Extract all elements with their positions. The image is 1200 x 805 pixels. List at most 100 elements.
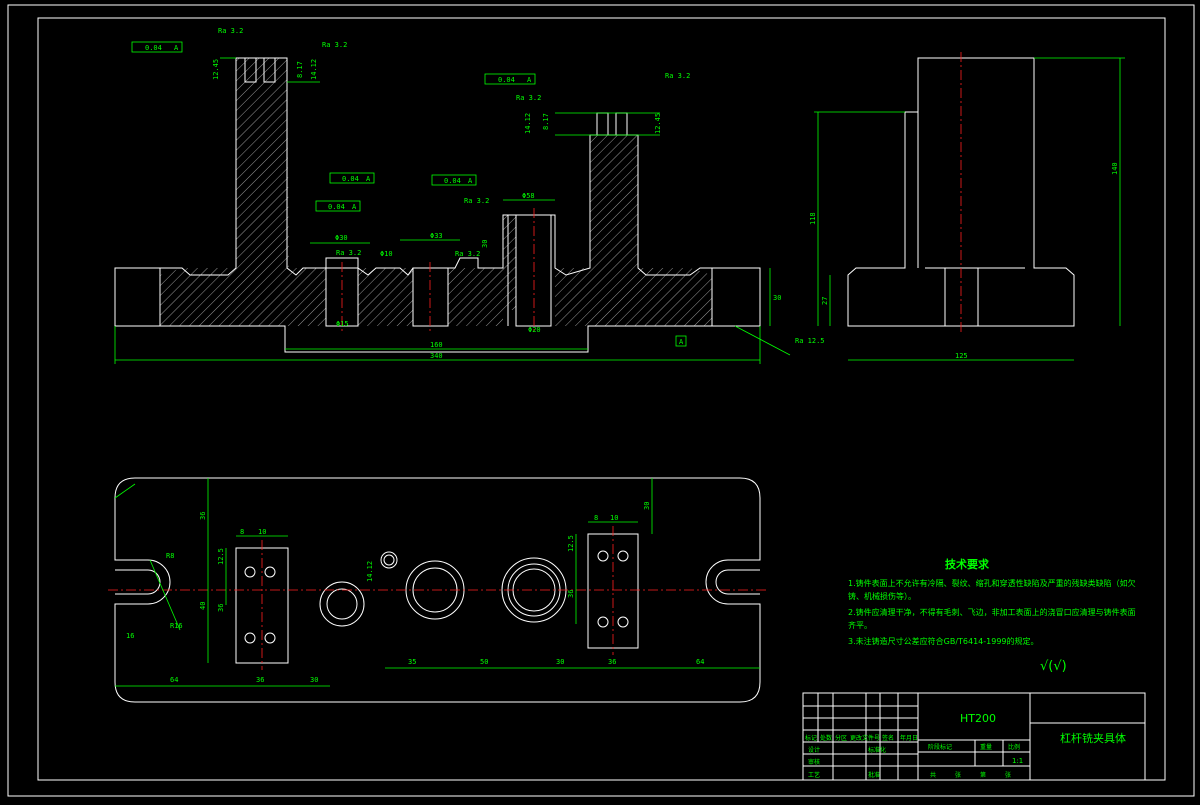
tol-datum-top-right: A (527, 76, 532, 84)
dim-160: 160 (430, 341, 443, 349)
tol-value-mid-3: 0.04 (444, 177, 461, 185)
ra-mid-1: Ra 3.2 (516, 94, 541, 102)
bore-2 (412, 267, 449, 327)
dim-h-36-2: 36 (217, 604, 225, 612)
tech-title: 技术要求 (945, 557, 990, 571)
dim-tol-12-45: 12.45 (212, 59, 220, 80)
tol-value-mid-1: 0.04 (342, 175, 359, 183)
front-callouts: 0.04 A Ra 3.2 Ra 3.2 0.04 A Ra 3.2 Ra 3.… (131, 27, 825, 347)
dim-slot-16: 16 (126, 632, 134, 640)
tb-role-design: 设计 (808, 746, 820, 754)
dim-h-12-5: 12.5 (217, 548, 225, 565)
side-view: 140 118 27 125 (809, 52, 1125, 361)
tb-scale-label: 比例 (1008, 743, 1020, 751)
dim-340: 340 (430, 352, 443, 360)
dim-phi58: Φ58 (522, 192, 535, 200)
hole-r1 (597, 550, 609, 562)
tb-sheet-total: 共 (930, 771, 936, 779)
tol-datum-mid-2: A (352, 203, 357, 211)
tb-row-label-6: 年月日 (900, 734, 918, 742)
tech-line-3: 2.铸件应清理干净，不得有毛刺、飞边，非加工表面上的浇冒口应清理与铸件表面 (848, 607, 1136, 617)
leader-corner (114, 483, 136, 499)
front-dimensions: 340 160 30 Φ58 Φ30 Φ10 Φ33 Φ20 Φ15 30 12… (114, 57, 791, 364)
tb-row-label-5: 签名 (882, 734, 894, 742)
ra-top-left: Ra 3.2 (218, 27, 243, 35)
dim-depth-30: 30 (481, 240, 489, 248)
dim-tol-12-45-r: 12.45 (654, 113, 662, 134)
dim-right-64: 64 (696, 658, 704, 666)
ra-top-right: Ra 3.2 (665, 72, 690, 80)
inner-frame (37, 17, 1166, 781)
leader-r16 (149, 559, 181, 631)
small-boss-outer (380, 551, 398, 569)
tb-sheet-page: 第 (980, 771, 986, 779)
tol-frame-mid-1 (329, 172, 375, 184)
dim-left-30: 30 (310, 676, 318, 684)
ra-bottom-right: Ra 12.5 (795, 337, 825, 345)
dim-r8: R8 (166, 552, 174, 560)
tb-role-approve: 批准 (868, 771, 880, 779)
boss-1-inner (326, 588, 358, 620)
dim-tol-8-17: 8.17 (296, 61, 304, 78)
hole-l1 (244, 566, 256, 578)
boss-1-outer (319, 581, 365, 627)
tb-role-audit: 审核 (808, 758, 820, 766)
side-outline (847, 57, 1075, 327)
tol-frame-mid-2 (315, 200, 361, 212)
tech-line-4: 齐平。 (848, 620, 872, 630)
leader-ra125 (734, 325, 791, 356)
dim-h-40: 40 (199, 602, 207, 610)
front-outline (114, 57, 761, 353)
dim-side-27: 27 (821, 297, 829, 305)
tol-value-top-right: 0.04 (498, 76, 515, 84)
dim-side-118: 118 (809, 212, 817, 225)
dim-right-36: 36 (608, 658, 616, 666)
roughness-symbol: √(√) (1040, 659, 1067, 674)
dim-side-125: 125 (955, 352, 968, 360)
top-slot-left (244, 57, 257, 83)
tb-scale-value: 1:1 (1012, 757, 1023, 765)
section-hatch-5 (503, 215, 516, 310)
top-view (108, 477, 768, 703)
tech-line-1: 1.铸件表面上不允许有冷隔、裂纹、缩孔和穿透性缺陷及严重的残缺类缺陷（如欠 (848, 578, 1136, 588)
tb-role-process: 工艺 (808, 771, 820, 779)
tb-role-std: 标准化 (868, 746, 886, 754)
tb-sheet-unit: 张 (1005, 771, 1011, 779)
tech-line-5: 3.未注铸造尺寸公差应符合GB/T6414-1999的规定。 (848, 636, 1039, 646)
dim-phi10: Φ10 (380, 250, 393, 258)
tb-material: HT200 (960, 712, 996, 725)
tb-weight-label: 重量 (980, 743, 992, 751)
dim-side-140: 140 (1111, 162, 1119, 175)
hole-l3 (244, 632, 256, 644)
tb-stage-label: 阶段标记 (928, 743, 952, 751)
hole-l4 (264, 632, 276, 644)
dim-phi-small: 14.12 (366, 561, 374, 582)
dim-w-8-right: 8 (594, 514, 598, 522)
top-outline (114, 477, 761, 703)
tol-value-mid-2: 0.04 (328, 203, 345, 211)
tol-frame-top-right (484, 73, 536, 85)
tol-frame-top-left (131, 41, 183, 53)
dim-mid-35: 35 (408, 658, 416, 666)
dim-h-36: 36 (199, 512, 207, 520)
dim-base-30: 30 (773, 294, 781, 302)
tb-row-label-4: 更改文件号 (850, 734, 880, 742)
tol-datum-mid-3: A (468, 177, 473, 185)
dim-w-10-left: 10 (258, 528, 266, 536)
ra-mid-3: Ra 3.2 (336, 249, 361, 257)
hole-r3 (597, 616, 609, 628)
section-hatch-4 (555, 135, 712, 326)
boss-3-mid (507, 563, 561, 617)
dim-tol-14-12: 14.12 (310, 59, 318, 80)
top-slot-right-2 (615, 112, 628, 136)
dim-h-36-r: 36 (567, 590, 575, 598)
tb-sheet-num: 张 (955, 771, 961, 779)
tol-datum-top-left: A (174, 44, 179, 52)
ra-mid-2: Ra 3.2 (464, 197, 489, 205)
dim-phi33: Φ33 (430, 232, 443, 240)
dim-mid-50: 50 (480, 658, 488, 666)
slot-right-inner (715, 569, 760, 595)
section-hatch (160, 58, 326, 326)
